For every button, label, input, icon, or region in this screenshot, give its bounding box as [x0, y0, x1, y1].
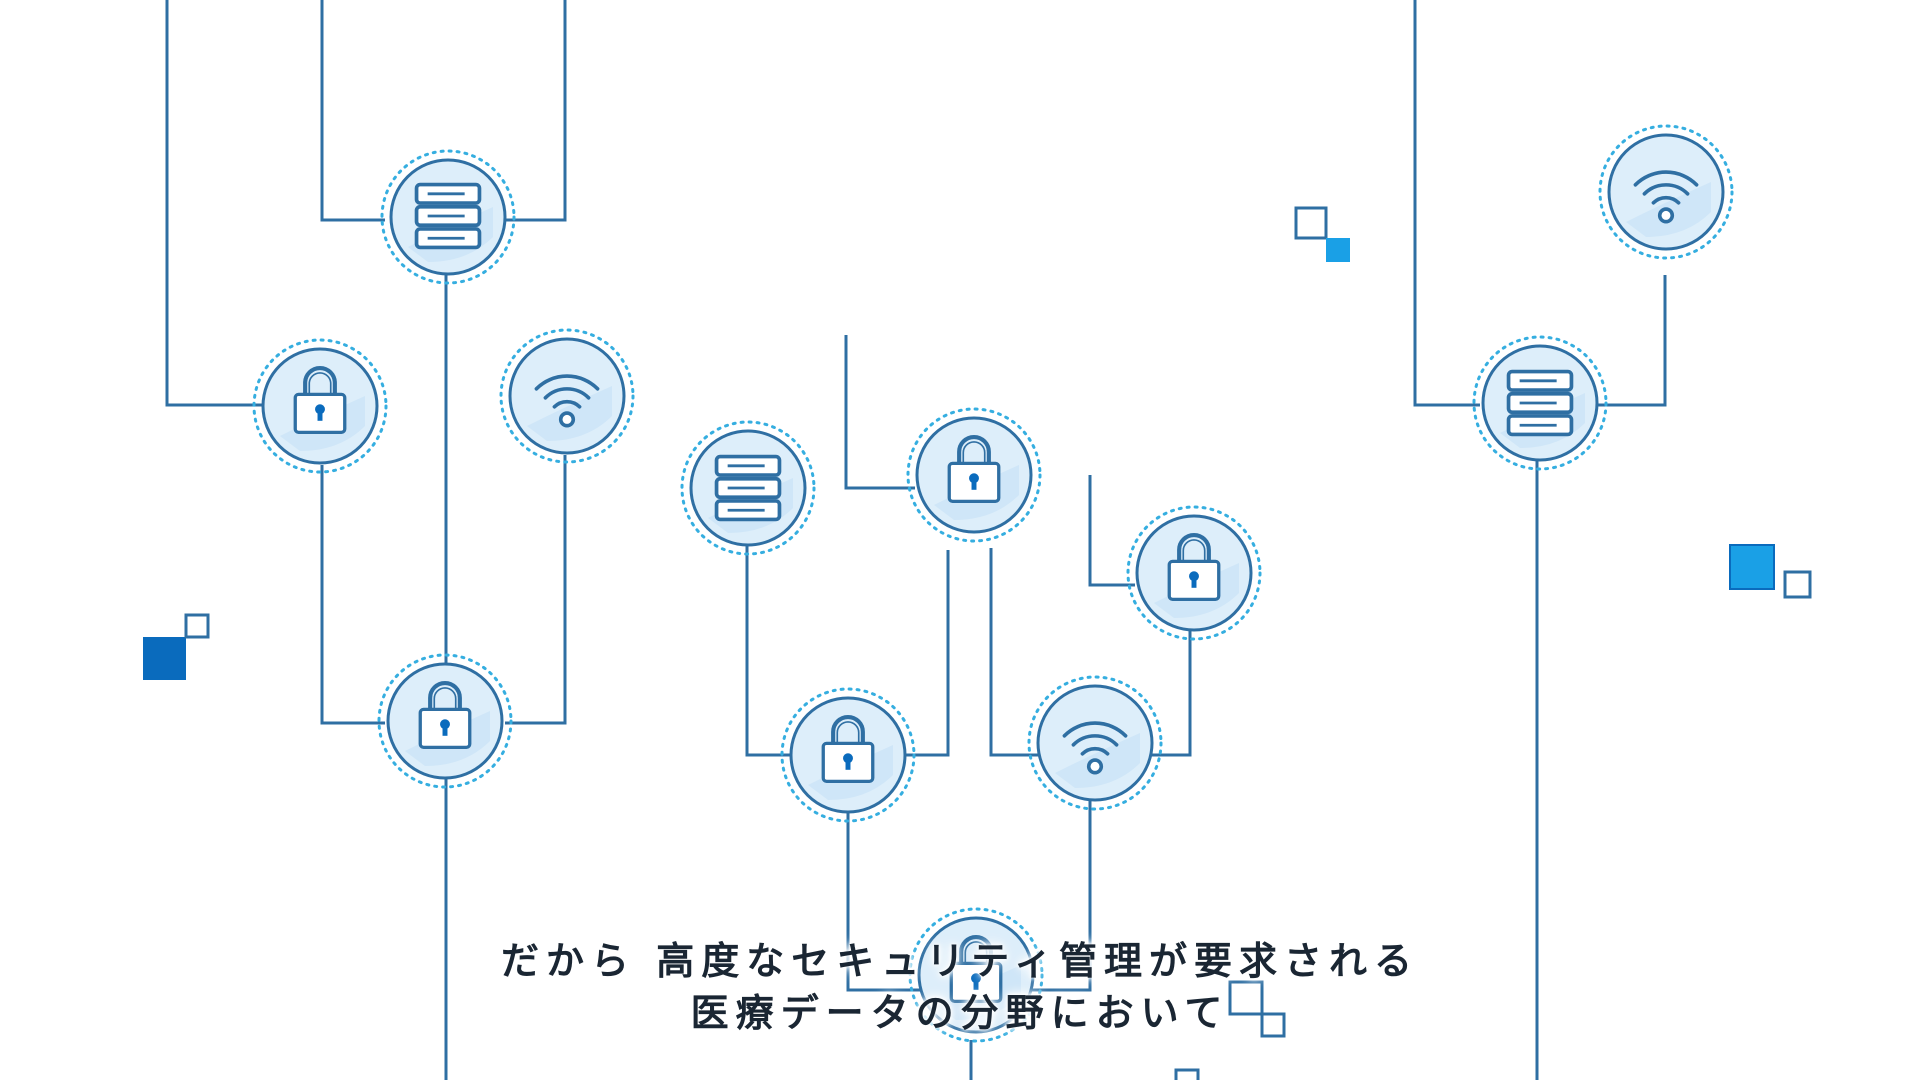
server-icon	[714, 454, 782, 522]
connector-lines	[165, 0, 1667, 1080]
server-node	[1472, 335, 1608, 471]
wifi-node	[499, 328, 635, 464]
wifi-node	[1027, 675, 1163, 811]
server-node	[380, 149, 516, 285]
lock-node	[377, 653, 513, 789]
subtitle-line-1: だから 高度なセキュリティ管理が要求される	[501, 939, 1419, 983]
lock-node	[1126, 505, 1262, 641]
decorative-squares	[143, 206, 1812, 1080]
lock-node	[780, 687, 916, 823]
server-icon	[1506, 369, 1574, 437]
lock-node	[252, 338, 388, 474]
server-icon	[414, 182, 482, 250]
server-node	[680, 420, 816, 556]
subtitle-line-2: 医療データの分野において	[690, 991, 1230, 1035]
wifi-node	[1598, 124, 1734, 260]
lock-node	[906, 407, 1042, 543]
